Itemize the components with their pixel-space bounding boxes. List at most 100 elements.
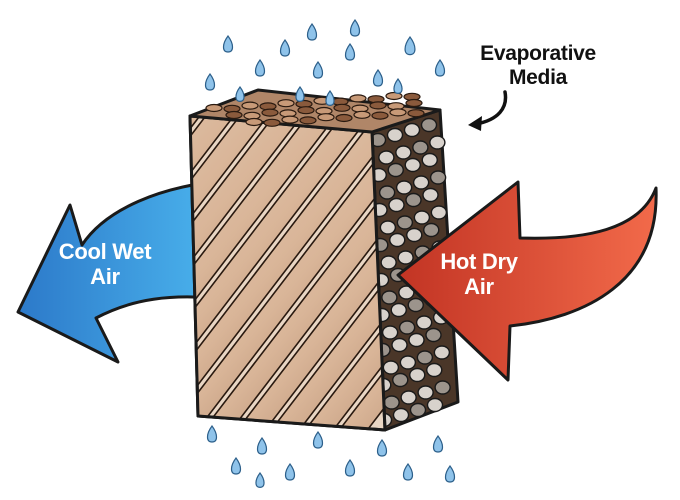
- top-cell: [299, 116, 317, 125]
- media-cell: [409, 402, 427, 418]
- media-cell: [417, 385, 434, 400]
- water-drop-icon: [230, 456, 242, 475]
- water-drop-icon: [344, 42, 356, 61]
- top-cell: [317, 113, 335, 122]
- media-cell: [426, 362, 443, 378]
- media-cell: [408, 332, 425, 348]
- water-drop-icon: [222, 34, 234, 53]
- cool-wet-air-label: Cool Wet Air: [30, 239, 180, 289]
- curved-arrow-icon: [468, 90, 508, 131]
- top-cell: [241, 101, 259, 110]
- dripping-water-drops: [206, 424, 456, 489]
- media-cell: [399, 355, 417, 370]
- media-cell: [429, 135, 446, 150]
- top-cell: [277, 99, 295, 108]
- media-cell: [400, 390, 417, 405]
- water-drop-icon: [256, 436, 268, 455]
- water-drop-icon: [279, 38, 291, 57]
- media-cell: [413, 210, 431, 225]
- water-drop-icon: [312, 430, 324, 449]
- water-drop-icon: [235, 85, 245, 103]
- water-drop-icon: [376, 438, 388, 457]
- media-cell: [433, 345, 451, 360]
- top-cell: [335, 113, 353, 123]
- media-cell: [423, 222, 440, 238]
- media-cell: [406, 227, 423, 243]
- corrugation-stripe: [190, 116, 384, 430]
- top-cell: [261, 108, 279, 117]
- media-top-face: [188, 88, 442, 134]
- cool-label-line2: Air: [90, 263, 120, 289]
- corrugation-stripe: [190, 116, 316, 430]
- media-cell: [383, 395, 400, 410]
- top-cell: [405, 98, 423, 108]
- water-drop-icon: [206, 424, 218, 443]
- evaporative-media-label: Evaporative Media: [468, 42, 608, 89]
- media-cell: [412, 175, 430, 190]
- media-cell: [388, 197, 405, 213]
- media-cell: [378, 185, 396, 200]
- media-cell: [390, 302, 407, 318]
- hot-air-arrow: [396, 180, 658, 382]
- media-cell: [403, 122, 421, 138]
- media-cell: [391, 337, 408, 353]
- media-cell: [397, 250, 414, 265]
- corrugation-stripe: [190, 116, 350, 430]
- hot-dry-air-label: Hot Dry Air: [404, 249, 554, 299]
- media-cell: [392, 372, 409, 388]
- hot-label-line1: Hot Dry: [440, 249, 518, 274]
- top-cell: [225, 110, 243, 120]
- media-cell: [380, 255, 397, 270]
- media-cell: [389, 232, 406, 248]
- media-cell: [398, 285, 415, 300]
- top-cell: [263, 118, 281, 127]
- media-cell: [396, 215, 414, 230]
- media-cell: [387, 162, 404, 178]
- media-cell: [420, 117, 438, 133]
- water-drop-icon: [349, 18, 361, 37]
- media-cell: [415, 315, 433, 330]
- top-cell: [349, 94, 367, 103]
- media-cell: [378, 150, 395, 165]
- media-label-line1: Evaporative: [480, 42, 596, 65]
- media-cell: [409, 367, 426, 383]
- top-cell: [371, 111, 389, 120]
- corrugation-stripe: [190, 116, 282, 430]
- media-cell: [416, 350, 434, 365]
- media-cell: [425, 327, 442, 343]
- media-cell: [426, 397, 444, 413]
- media-cell: [392, 407, 410, 423]
- media-cell: [430, 205, 448, 220]
- water-drop-icon: [306, 22, 318, 41]
- water-drop-icon: [393, 77, 403, 95]
- water-drop-icon: [325, 89, 335, 107]
- media-cell: [422, 187, 439, 203]
- media-cell: [405, 192, 422, 208]
- media-cell: [395, 145, 412, 160]
- top-cell: [281, 115, 299, 124]
- falling-water-drops: [204, 18, 446, 107]
- media-cell: [429, 170, 447, 185]
- top-cell: [385, 91, 403, 101]
- water-drop-icon: [372, 68, 384, 87]
- water-drop-icon: [404, 35, 416, 56]
- water-drop-icon: [444, 464, 456, 483]
- water-drop-icon: [284, 462, 296, 481]
- media-cell: [398, 320, 416, 335]
- top-cell: [205, 103, 223, 113]
- top-cell: [407, 109, 425, 118]
- corrugation-stripe: [0, 100, 8, 450]
- media-label-line2: Media: [508, 65, 567, 89]
- media-cell: [421, 152, 438, 168]
- media-cell: [412, 140, 429, 155]
- media-cell: [395, 180, 413, 195]
- water-drop-icon: [254, 58, 266, 77]
- media-cell: [381, 325, 399, 340]
- top-cell: [245, 117, 263, 127]
- water-drop-icon: [312, 60, 324, 79]
- corrugation-stripe: [190, 116, 385, 430]
- water-drop-icon: [204, 72, 216, 91]
- water-drop-icon: [255, 471, 265, 489]
- top-cell: [369, 101, 387, 110]
